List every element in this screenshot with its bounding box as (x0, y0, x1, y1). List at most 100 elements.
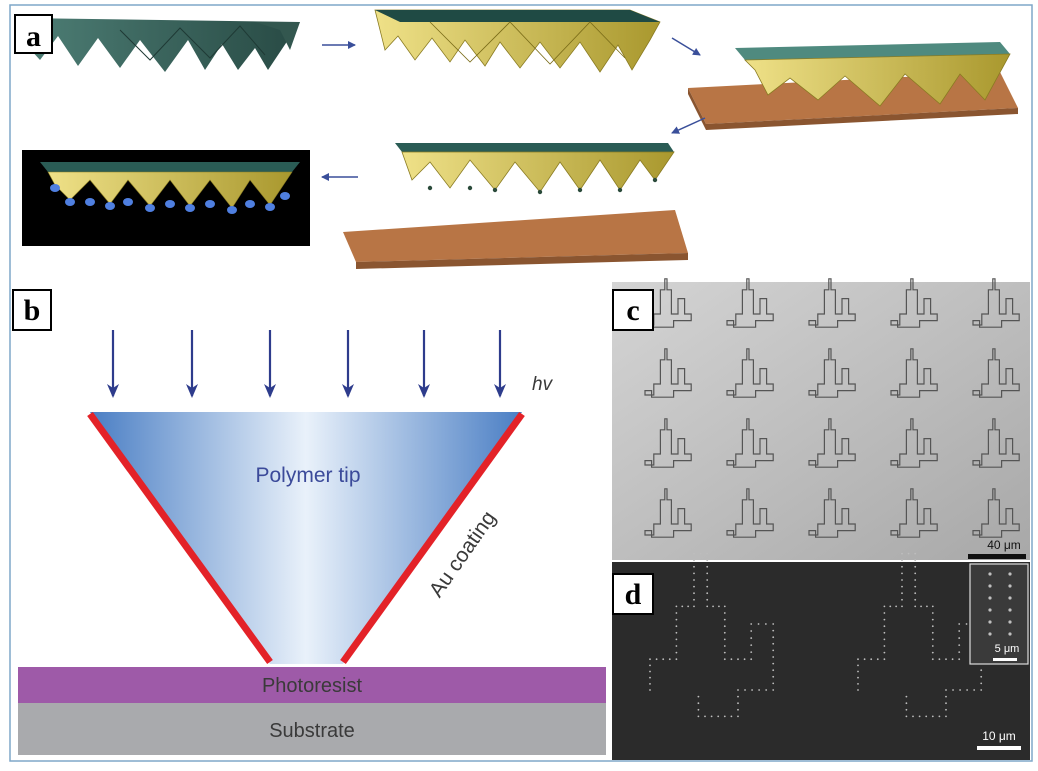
print-dot (693, 598, 695, 601)
skyline-pattern (644, 418, 692, 468)
print-dot (693, 579, 695, 581)
inset-dot (988, 620, 992, 624)
print-dot (750, 651, 753, 654)
skyline-pattern (726, 488, 774, 538)
print-dot (675, 638, 678, 641)
skyline-pattern (972, 488, 1020, 538)
print-dot (931, 651, 934, 654)
printed-dot (123, 198, 133, 206)
print-dot (693, 605, 695, 608)
print-dot (723, 715, 726, 718)
print-dot (723, 645, 726, 647)
print-dot (931, 605, 934, 608)
inset-dot (1008, 596, 1012, 600)
print-dot (931, 625, 934, 628)
print-dot (730, 658, 733, 661)
print-dot (901, 598, 903, 601)
print-dot (912, 715, 914, 718)
pattern-array (644, 278, 1020, 538)
print-dot (772, 629, 775, 632)
print-dot (918, 715, 921, 718)
print-dot (857, 670, 859, 673)
print-dot (693, 565, 695, 568)
au-coating-left (87, 411, 273, 665)
print-dot (693, 572, 695, 575)
svg-text:d: d (625, 578, 642, 611)
print-dot (717, 715, 720, 718)
print-dot (870, 658, 873, 661)
print-dot (931, 631, 934, 634)
print-dot (883, 625, 886, 628)
print-dot (737, 689, 739, 691)
inset-scale-bar (993, 658, 1017, 661)
print-dot (952, 689, 954, 691)
skyline-pattern (808, 488, 856, 538)
printed-dot (65, 198, 75, 206)
print-dot (706, 565, 709, 568)
print-dot (914, 559, 917, 562)
print-dot (675, 605, 678, 608)
print-dot (772, 662, 775, 665)
printed-dot (185, 204, 195, 212)
print-dot (945, 689, 947, 691)
print-dot (980, 689, 983, 691)
skyline-pattern (644, 278, 692, 328)
print-dot (750, 658, 753, 661)
panel-d: 5 μm 10 μm d (612, 552, 1030, 760)
inset-dot (1008, 584, 1012, 588)
photoresist-layer (18, 667, 606, 703)
print-dot (914, 605, 917, 608)
print-dot (901, 572, 903, 575)
svg-text:b: b (24, 294, 41, 327)
print-dot (905, 715, 908, 718)
skyline-pattern (808, 418, 856, 468)
print-dot (931, 612, 934, 614)
print-dot (883, 638, 886, 641)
print-dot (889, 605, 892, 608)
inset-dots (988, 572, 1012, 636)
panel-d-label: d (612, 573, 654, 615)
inset-dot (1008, 632, 1012, 636)
print-dot (723, 658, 726, 661)
print-dot (649, 664, 651, 667)
print-dot (958, 630, 961, 632)
print-dot (945, 715, 947, 718)
printed-features-inset (22, 150, 310, 246)
print-dot (945, 658, 947, 661)
print-dot (699, 552, 702, 555)
print-dot (723, 612, 726, 614)
print-dot (706, 598, 709, 601)
print-dot (750, 637, 753, 639)
print-dot (706, 585, 709, 588)
print-dot (693, 585, 695, 588)
printed-dot (245, 200, 255, 208)
skyline-pattern (726, 348, 774, 398)
printed-dot (145, 204, 155, 212)
print-dot (966, 689, 969, 691)
print-dot (938, 715, 941, 718)
print-dot (951, 658, 954, 661)
print-dot (980, 682, 983, 685)
print-dot (895, 605, 898, 608)
print-dot (772, 623, 775, 625)
print-dot (931, 715, 934, 718)
print-dot (901, 559, 903, 562)
print-dot (901, 605, 903, 608)
print-dot (706, 579, 709, 581)
print-dot (772, 656, 775, 658)
step-arrow-2 (671, 37, 701, 56)
print-dot (649, 676, 651, 679)
polymer-tip (90, 412, 522, 664)
dot-pattern (649, 552, 983, 718)
print-dot (706, 552, 709, 555)
print-dot (723, 618, 726, 621)
print-dot (883, 618, 886, 621)
print-dot (958, 644, 961, 647)
svg-text:a: a (26, 20, 41, 53)
print-dot (901, 585, 903, 588)
print-dot (876, 658, 879, 661)
print-dot (750, 644, 753, 647)
print-dot (914, 565, 917, 568)
pyramid-array (374, 9, 661, 73)
